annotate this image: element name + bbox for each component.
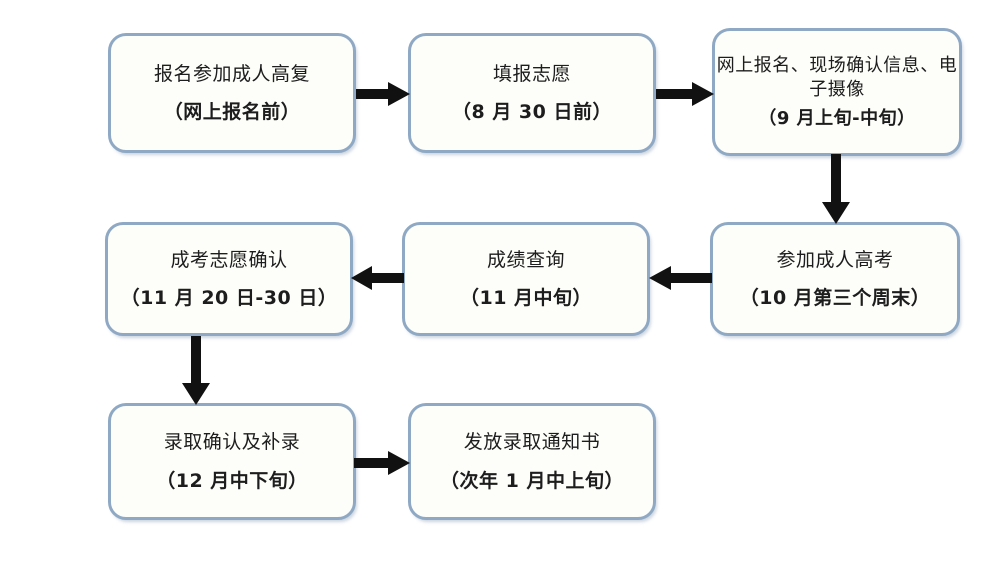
node-period: （8 月 30 日前） <box>451 101 612 123</box>
arrow-right-icon <box>656 78 714 110</box>
node-period: （11 月中旬） <box>459 287 593 309</box>
flow-node-confirm-application[interactable]: 成考志愿确认 （11 月 20 日-30 日） <box>105 222 353 336</box>
node-title: 报名参加成人高复 <box>153 62 310 85</box>
arrow-right-icon <box>354 447 410 479</box>
node-period: （次年 1 月中上旬） <box>440 469 624 492</box>
node-title: 成考志愿确认 <box>170 248 288 271</box>
arrow-down-icon <box>818 154 854 224</box>
arrow-left-icon <box>649 262 712 294</box>
arrow-right-icon <box>356 78 410 110</box>
flow-node-fill-application[interactable]: 填报志愿 （8 月 30 日前） <box>408 33 656 153</box>
node-period: （12 月中下旬） <box>156 469 308 492</box>
node-title: 发放录取通知书 <box>463 431 601 454</box>
node-period: （9 月上旬-中旬） <box>758 107 916 129</box>
node-title: 成绩查询 <box>486 248 565 271</box>
flow-node-online-registration[interactable]: 网上报名、现场确认信息、电子摄像 （9 月上旬-中旬） <box>712 28 962 156</box>
node-period: （网上报名前） <box>163 101 301 123</box>
node-title: 录取确认及补录 <box>163 431 301 454</box>
flow-node-score-query[interactable]: 成绩查询 （11 月中旬） <box>402 222 650 336</box>
node-period: （10 月第三个周末） <box>739 287 931 309</box>
arrow-down-icon <box>178 336 214 405</box>
flow-node-admission-confirm[interactable]: 录取确认及补录 （12 月中下旬） <box>108 403 356 520</box>
arrow-left-icon <box>351 262 404 294</box>
flow-node-register-prep[interactable]: 报名参加成人高复 （网上报名前） <box>108 33 356 153</box>
node-title: 填报志愿 <box>492 62 571 85</box>
flow-node-take-exam[interactable]: 参加成人高考 （10 月第三个周末） <box>710 222 960 336</box>
node-period: （11 月 20 日-30 日） <box>120 287 338 309</box>
flow-node-issue-letter[interactable]: 发放录取通知书 （次年 1 月中上旬） <box>408 403 656 520</box>
node-title: 网上报名、现场确认信息、电子摄像 <box>716 55 958 101</box>
node-title: 参加成人高考 <box>776 248 894 271</box>
